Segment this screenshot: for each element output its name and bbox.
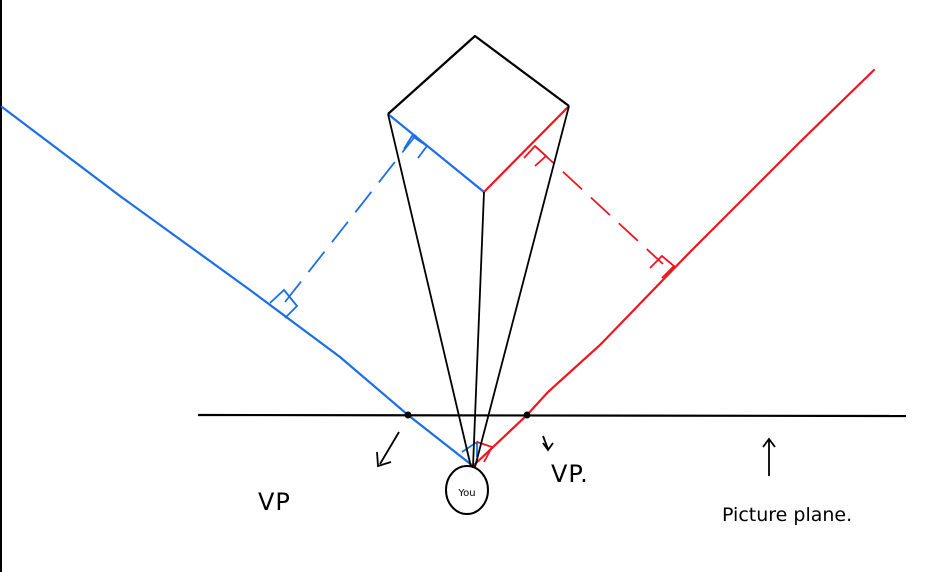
red-right-angle-mark-lower	[649, 254, 676, 279]
blue-dashed-projection	[284, 134, 417, 303]
arrow-left-vp-head	[376, 451, 392, 468]
vp-right-label: VP.	[551, 460, 589, 488]
arrow-right-vp	[542, 435, 554, 452]
vanishing-point-left-dot	[404, 411, 412, 419]
viewer-label: You	[457, 488, 475, 499]
cube-back-edges	[387, 34, 570, 115]
arrow-picture-plane	[762, 437, 776, 476]
arrow-picture-plane-head	[762, 437, 776, 448]
sight-ray-front-corner	[472, 191, 485, 468]
red-sight-line-group	[471, 68, 876, 468]
red-right-angle-mark-upper	[523, 144, 548, 167]
arrow-left-vp	[376, 431, 400, 468]
picture-plane-label: Picture plane.	[722, 504, 852, 526]
blue-right-angle-mark-lower	[269, 288, 299, 319]
sight-rays	[387, 105, 570, 468]
arrow-right-vp-shaft	[542, 435, 549, 450]
red-sight-line	[471, 68, 876, 468]
red-cube-edge	[483, 105, 570, 193]
blue-sight-line	[0, 105, 475, 468]
red-dashed-projection	[534, 145, 664, 265]
arrow-right-vp-head	[542, 442, 554, 452]
picture-plane-line	[197, 413, 907, 418]
vanishing-point-right-dot	[523, 411, 531, 419]
arrow-left-vp-shaft	[379, 431, 400, 465]
sight-ray-right-corner	[474, 105, 570, 468]
viewer-circle	[445, 465, 489, 515]
vp-left-label: VP	[258, 488, 291, 516]
blue-cube-edge	[387, 113, 485, 193]
cube-top-view	[387, 34, 570, 115]
viewer-you: You	[445, 465, 489, 515]
blue-sight-line-group	[0, 105, 485, 468]
sight-ray-left-corner	[387, 113, 472, 468]
